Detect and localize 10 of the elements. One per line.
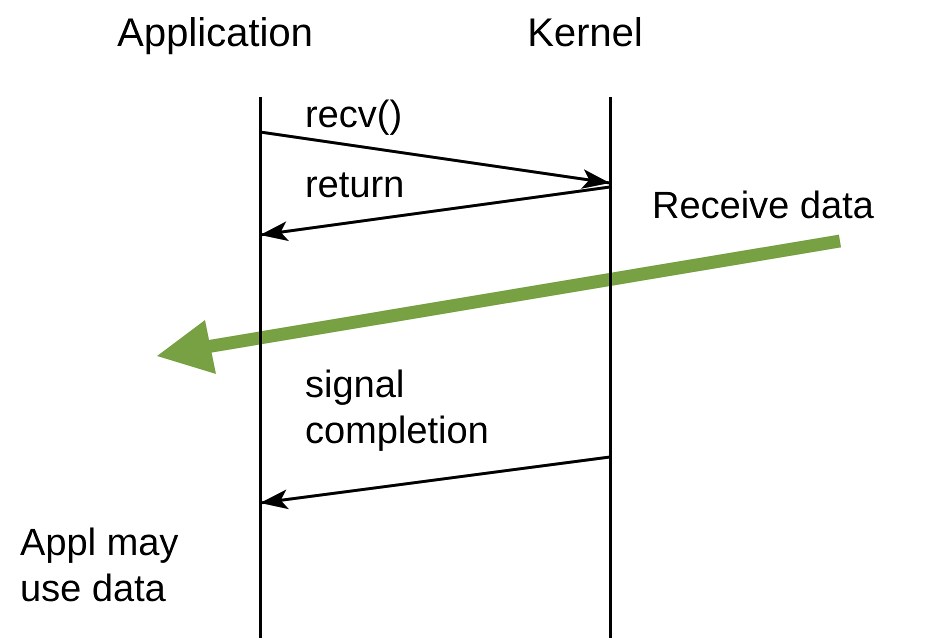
edge-label: recv() (305, 93, 404, 138)
edge-label: signal completion (305, 363, 490, 454)
message-arrow (260, 456, 610, 510)
lifeline-title: Application (116, 10, 314, 56)
edge-label: return (305, 163, 406, 208)
annotation: Receive data (652, 184, 875, 229)
lifeline-title: Kernel (526, 10, 644, 56)
annotation: Appl may use data (20, 521, 180, 612)
message-arrow (260, 186, 610, 242)
message-arrow (260, 130, 610, 189)
